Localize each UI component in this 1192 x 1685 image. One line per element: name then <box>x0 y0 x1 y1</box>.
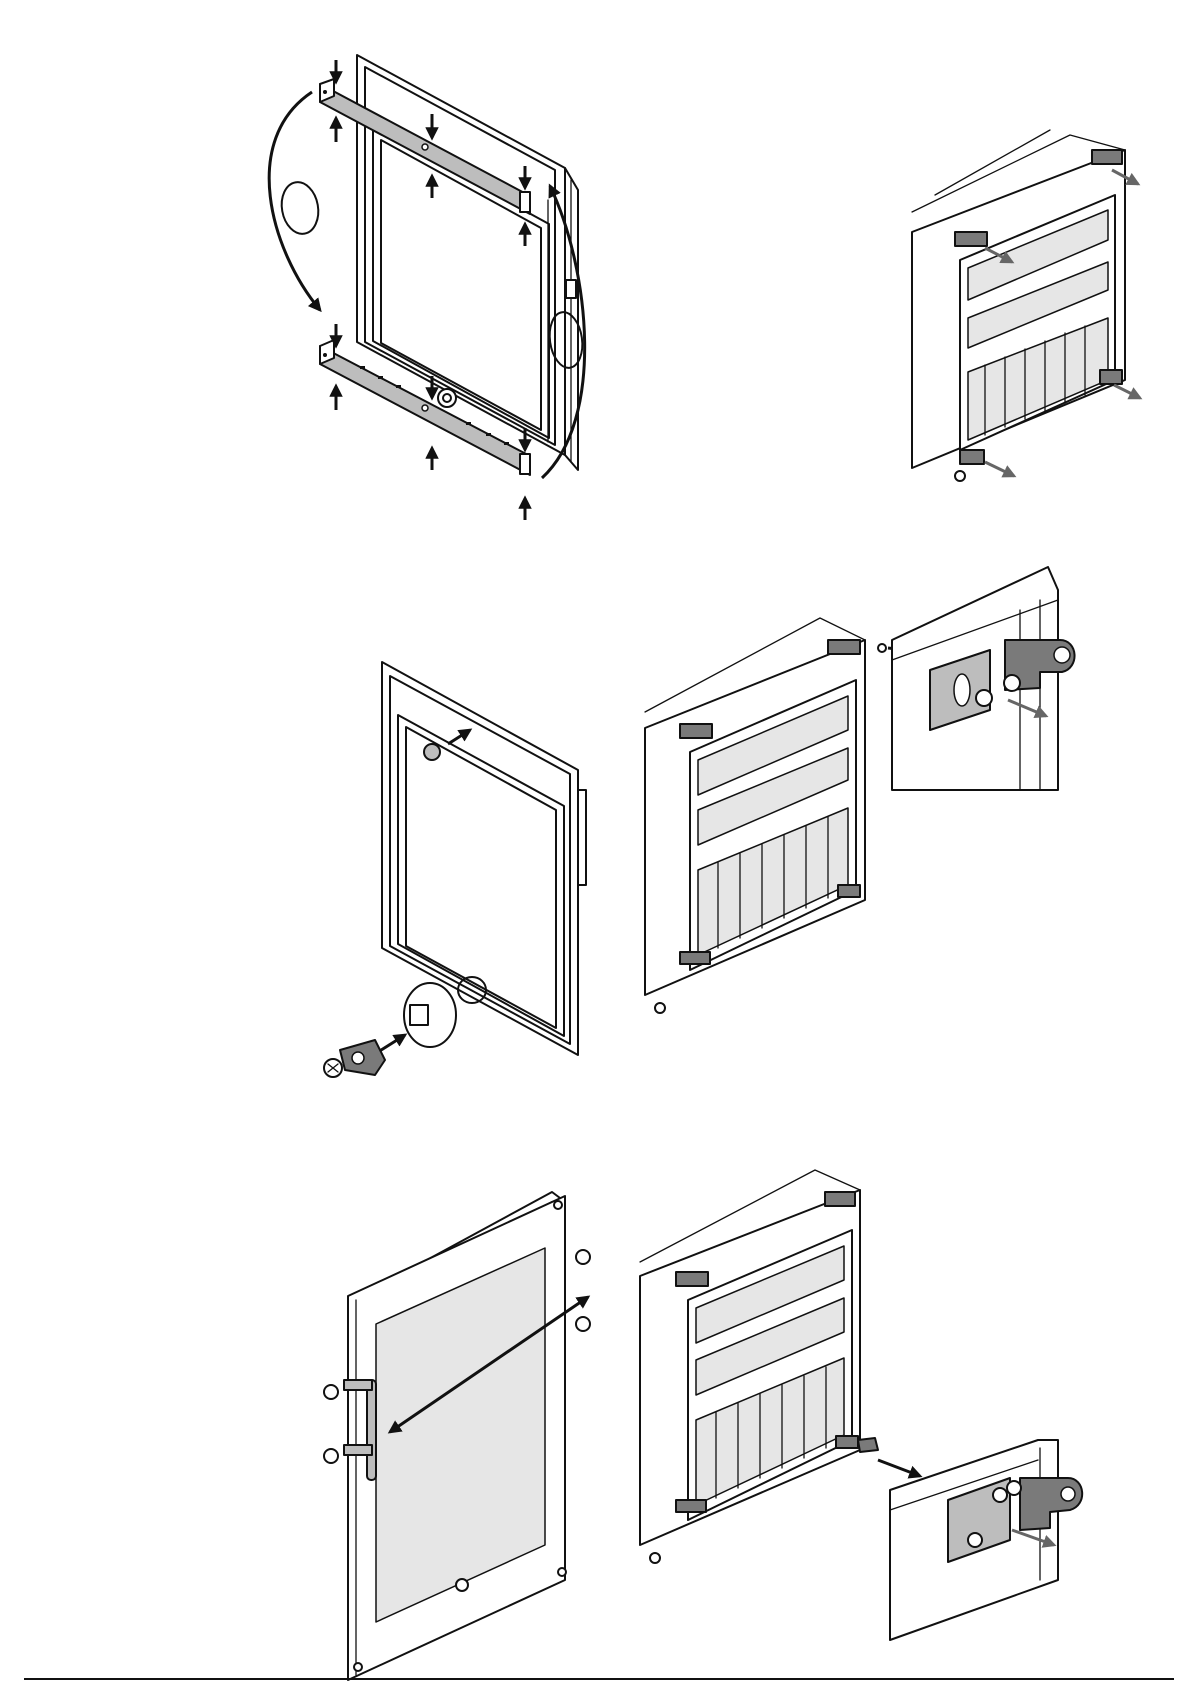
footer-rule <box>24 1678 1174 1680</box>
panel-handle-swap <box>324 1192 590 1680</box>
panel-door-rails <box>269 55 586 520</box>
door-frame <box>357 55 578 470</box>
cabinet-top-right <box>912 130 1140 481</box>
panel-hinge-removal <box>324 662 586 1077</box>
cabinet-middle <box>645 618 925 1013</box>
hinge-icon <box>340 1040 385 1075</box>
rail-knob <box>438 389 456 407</box>
hinge-detail-bottom <box>890 1440 1082 1640</box>
hinge-detail-top <box>892 567 1075 790</box>
cap-icon <box>404 983 456 1047</box>
cabinet-bottom <box>640 1170 920 1563</box>
door-glass <box>348 1196 565 1680</box>
screw-icon <box>324 1059 342 1077</box>
